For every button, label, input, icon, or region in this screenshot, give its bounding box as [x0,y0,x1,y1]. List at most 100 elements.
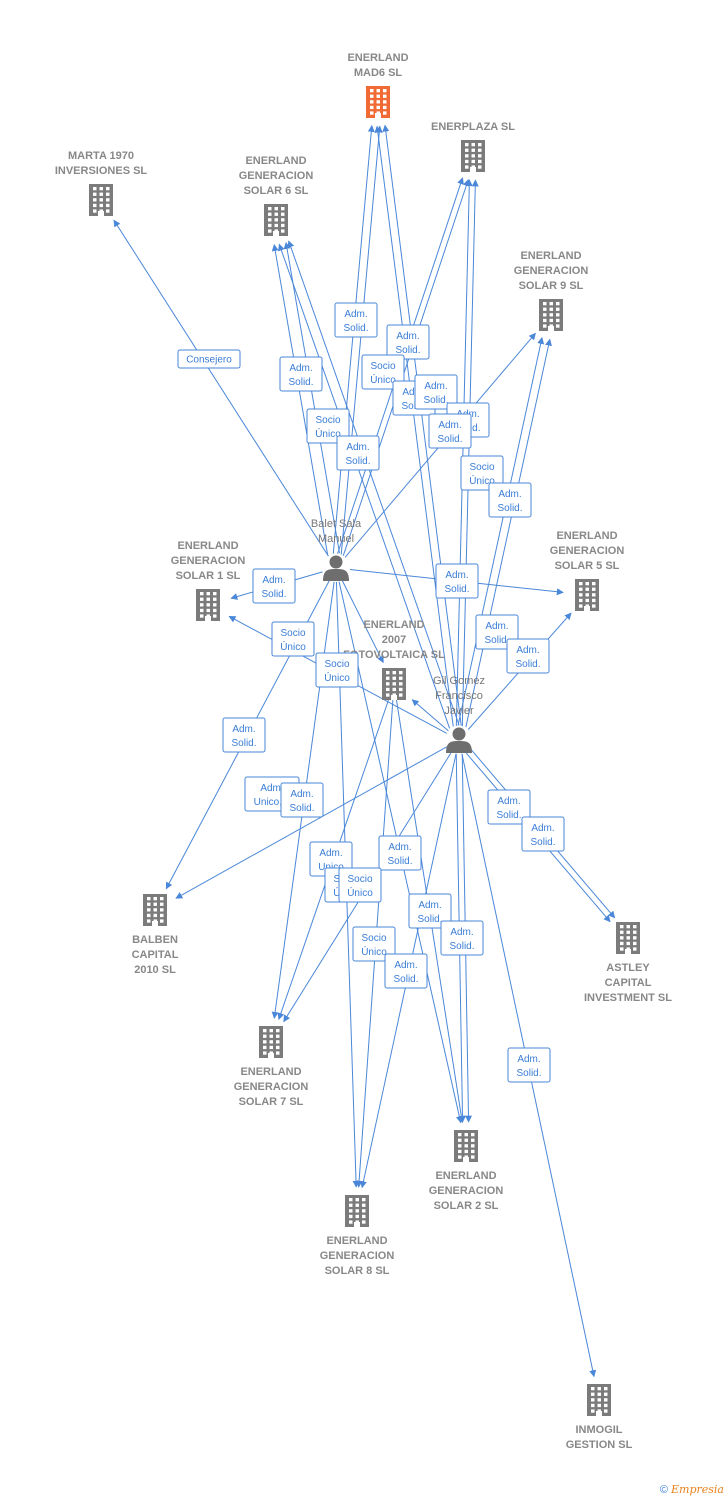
building-icon [366,86,390,118]
edge-label[interactable]: Adm.Solid. [222,717,266,753]
edge-label-text: Solid. [387,856,412,867]
edge-label-text: Adm. [418,900,441,911]
company-node-enerplaza[interactable]: ENERPLAZA SL [431,121,515,172]
edge-label[interactable]: Adm.Solid. [428,413,472,449]
brand-logo-text[interactable]: Empresia [671,1483,724,1496]
node-label-line: 2010 SL [134,964,176,976]
node-label-line: GENERACION [550,545,625,557]
company-node-solar5[interactable]: ENERLAND GENERACION SOLAR 5 SL [550,530,625,611]
edge-label-text: Solid. [261,589,286,600]
edge-label-text: Solid. [289,803,314,814]
person-icon [323,555,349,581]
edge-label[interactable]: Adm.Solid. [378,835,422,871]
edge-label[interactable]: Adm.Solid. [252,568,296,604]
relation-edge [271,243,329,556]
relation-edge [332,124,375,554]
building-icon [454,1130,478,1162]
edge-label-text: Único [370,373,396,386]
node-label-line: SOLAR 7 SL [239,1096,304,1108]
edge-label[interactable]: Adm.Solid. [408,893,452,929]
edge-label[interactable]: Adm.Solid. [506,638,550,674]
relation-edge [340,125,383,555]
edge-label[interactable]: Consejero [177,349,241,369]
edge-label[interactable]: Adm.Solid. [336,435,380,471]
node-label-line: 2007 [382,634,406,646]
relation-edge [341,580,384,664]
edge-label[interactable]: Adm.Solid. [386,324,430,360]
footer-credit: © Empresia [660,1483,724,1496]
node-label-line: ENERLAND [556,530,617,542]
relation-edge [455,179,473,726]
edge-label-text: Adm. [319,848,342,859]
edge-label[interactable]: Adm.Solid. [414,374,458,410]
relation-edge [283,241,341,554]
building-icon [89,184,113,216]
edge-label[interactable]: Adm.Solid. [507,1047,551,1083]
edge-label-text: Solid. [401,401,426,412]
edge-label[interactable]: Adm.Solid. [279,356,323,392]
edge-label-text: Adm. [402,387,425,398]
building-icon [616,922,640,954]
building-icon [196,589,220,621]
copyright-symbol: © [659,1484,668,1496]
building-icon [345,1195,369,1227]
relation-edge [411,699,449,732]
edge-label[interactable]: Adm.Solid. [521,816,565,852]
node-label-line: SOLAR 5 SL [555,560,620,572]
relation-edge [382,124,462,726]
edge-label-text: Adm. [438,420,461,431]
edge-label[interactable]: Adm. Solid. [435,563,479,599]
edge-label[interactable]: Adm.Solid. [334,302,378,338]
edge-label-text: Adm. [445,570,468,581]
edge-label-text: Único [324,671,350,684]
node-label-line: CAPITAL [605,977,652,989]
relation-edge [342,179,470,556]
node-label-line: GENERACION [239,170,314,182]
node-label-line: ASTLEY [606,962,650,974]
edge-label-text: Único [280,640,306,653]
node-label-line: ENERPLAZA SL [431,121,515,133]
node-label-line: ENERLAND [363,619,424,631]
edge-label-text: Solid. [497,503,522,514]
node-label-line: GESTION SL [566,1439,633,1451]
edge-label-text: Solid. [444,584,469,595]
edge-label-text: Solid. [484,635,509,646]
edge-label[interactable]: Adm.Solid. [280,782,324,818]
edge-labels-layer: ConsejeroAdm.Solid.Adm.Solid.Adm.Solid.S… [177,302,565,1083]
building-icon [587,1384,611,1416]
edge-label[interactable]: Adm.Solid. [384,953,428,989]
edge-label-text: Solid. [343,323,368,334]
node-label-line: GENERACION [514,265,589,277]
edge-label[interactable]: Adm.Solid. [487,789,531,825]
edge-label[interactable]: Adm.Solid. [440,920,484,956]
node-label-line: BALBEN [132,934,178,946]
edge-label-text: Adm. [394,960,417,971]
edge-label-text: Solid. [423,395,448,406]
edge-label-text: Solid. [496,810,521,821]
edge-label[interactable]: Adm.Solid. [488,482,532,518]
relation-edge [461,179,479,727]
building-icon [461,140,485,172]
